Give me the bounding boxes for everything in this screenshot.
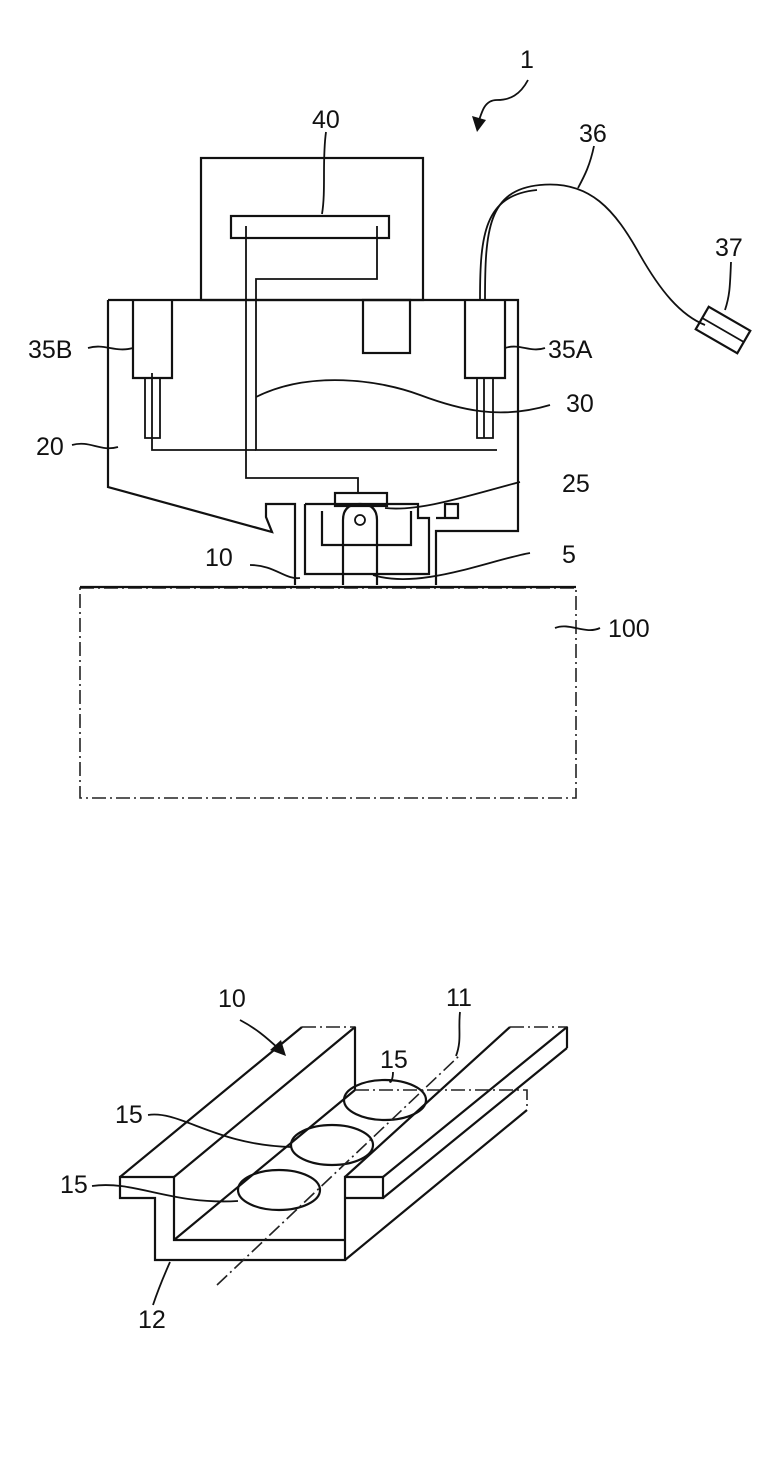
rail-far-left <box>302 1027 355 1090</box>
sensor-35a-tip <box>477 378 493 438</box>
device-arrowhead <box>472 116 486 132</box>
label-hole-top: 15 <box>380 1046 408 1074</box>
component-box <box>363 300 410 353</box>
leader-11 <box>456 1012 460 1056</box>
label-wire: 30 <box>566 390 594 418</box>
figure-top: 1 40 36 37 35B 35A 30 20 25 10 5 100 <box>28 46 750 798</box>
base-100 <box>80 588 576 798</box>
hole-low <box>238 1170 320 1210</box>
leader-10 <box>250 565 300 578</box>
label-rail: 10 <box>205 544 233 572</box>
housing-20-outline <box>108 300 518 585</box>
label-sensor-a: 35A <box>548 336 593 364</box>
rail-far-right <box>510 1027 567 1048</box>
rail-profile-front <box>120 1177 383 1260</box>
leader-15-mid <box>148 1115 291 1147</box>
label-device: 1 <box>520 46 534 74</box>
leader-37 <box>725 262 731 310</box>
leader-5 <box>373 553 530 579</box>
leader-40 <box>322 132 326 214</box>
pin-hinge <box>355 515 365 525</box>
label-pin: 5 <box>562 541 576 569</box>
sensor-35b <box>133 300 172 378</box>
label-contact: 25 <box>562 470 590 498</box>
module-40 <box>231 216 389 238</box>
rail-arrow <box>240 1020 280 1050</box>
label-axis-11: 11 <box>446 984 472 1012</box>
rail-edge-6 <box>383 1048 567 1198</box>
cable-36-b <box>480 190 537 300</box>
housing-flange-right <box>436 504 458 518</box>
label-module: 40 <box>312 106 340 134</box>
label-rail-10: 10 <box>218 985 246 1013</box>
leader-36 <box>578 146 594 188</box>
leader-100 <box>555 626 600 630</box>
module-wire-left <box>246 226 358 493</box>
hole-mid <box>291 1125 373 1165</box>
rail-far-bottom <box>355 1090 527 1110</box>
sensor-35a <box>465 300 505 378</box>
leader-20 <box>72 444 118 448</box>
leader-35a <box>505 347 545 350</box>
leader-12 <box>153 1262 170 1305</box>
leader-30 <box>256 380 550 412</box>
label-profile-12: 12 <box>138 1306 166 1334</box>
axis-11 <box>217 1055 460 1285</box>
label-connector: 37 <box>715 234 743 262</box>
label-hole-mid: 15 <box>115 1101 143 1129</box>
label-base: 100 <box>608 615 650 643</box>
socket <box>322 511 411 545</box>
figure-bottom: 10 11 15 15 15 12 <box>60 984 567 1334</box>
rail-edge-2 <box>174 1027 355 1177</box>
hole-top <box>344 1080 426 1120</box>
label-cable: 36 <box>579 120 607 148</box>
module-wire-right <box>256 226 497 450</box>
compartment <box>152 373 256 450</box>
leader-15-low <box>92 1185 238 1201</box>
label-housing: 20 <box>36 433 64 461</box>
label-sensor-b: 35B <box>28 336 72 364</box>
connector-37 <box>696 307 751 354</box>
leader-35b <box>88 347 133 350</box>
housing-20 <box>108 300 295 585</box>
label-hole-low: 15 <box>60 1171 88 1199</box>
